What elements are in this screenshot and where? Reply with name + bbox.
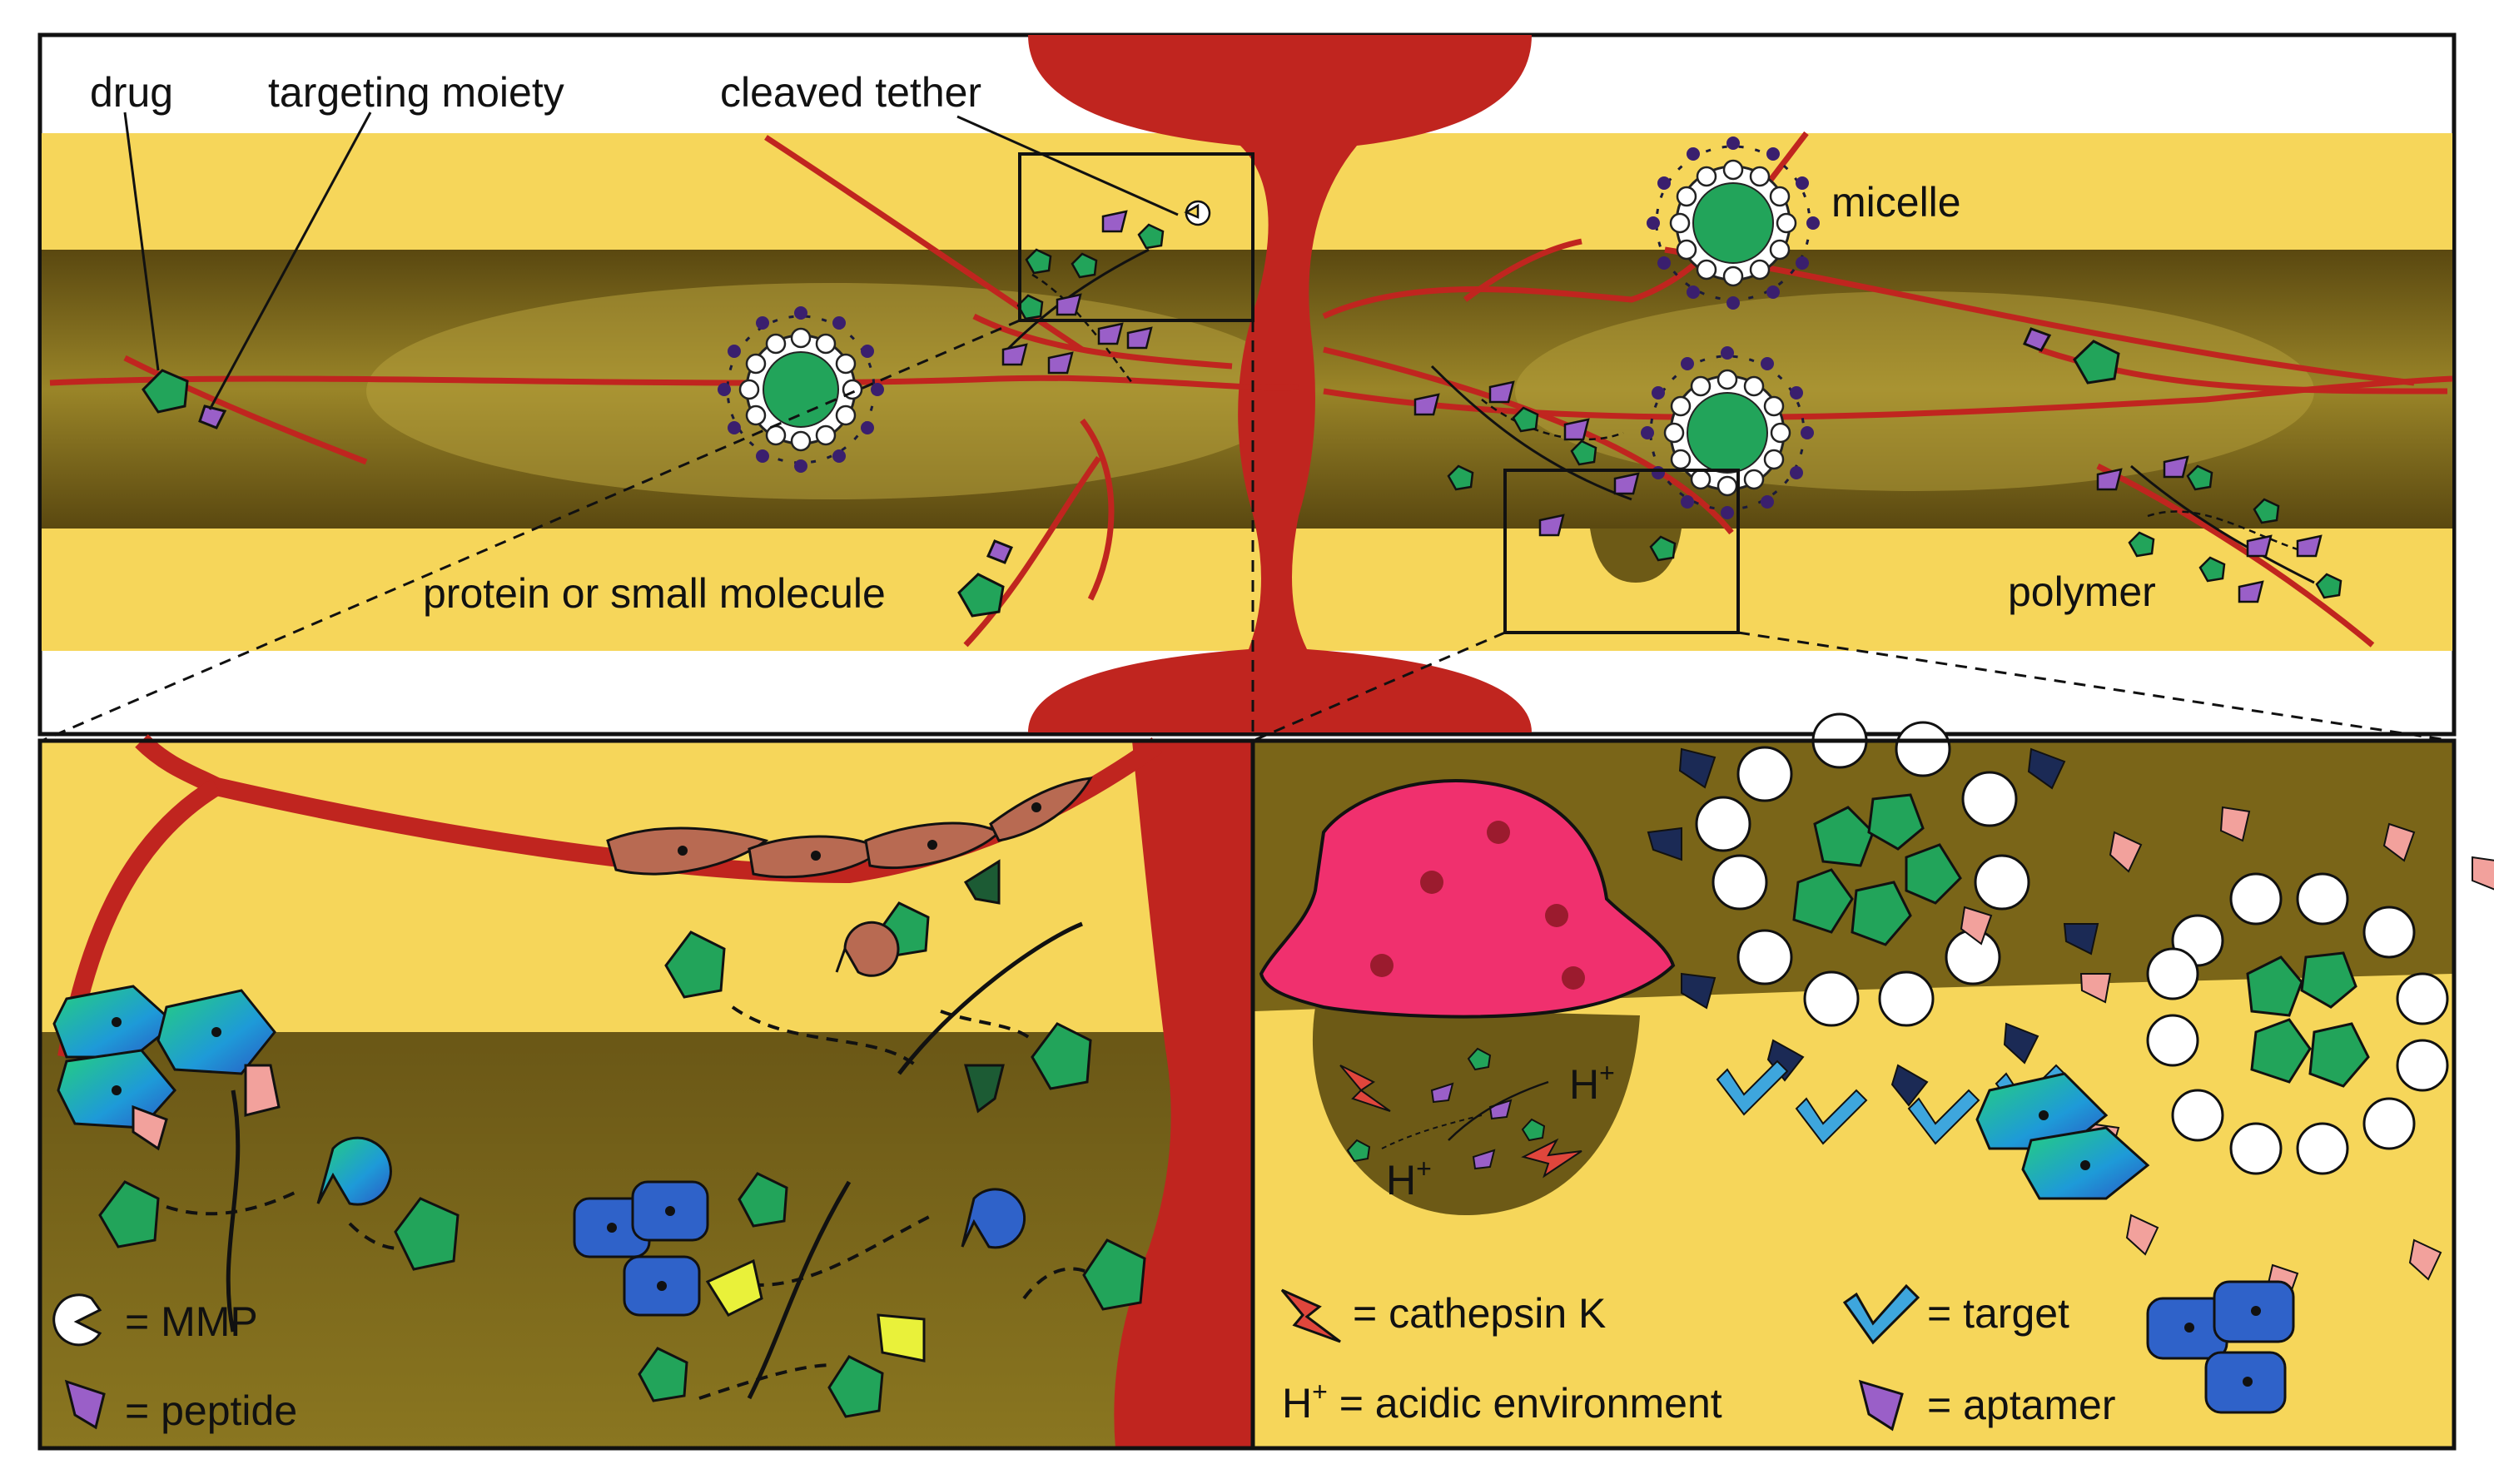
legend-aptamer: = aptamer (1927, 1382, 2116, 1428)
legend-cathepsin: = cathepsin K (1353, 1290, 1606, 1337)
label-micelle: micelle (1831, 179, 1961, 226)
label-targeting-moiety: targeting moiety (268, 69, 564, 116)
bottom-right-panel: H+ H+ (1253, 714, 2494, 1448)
label-protein-small-molecule: protein or small molecule (423, 570, 886, 617)
legend-target: = target (1927, 1290, 2069, 1337)
label-polymer: polymer (2008, 568, 2156, 615)
legend-acidic: H+ = acidic environment (1282, 1377, 1722, 1427)
top-panel: drug targeting moiety cleaved tether mic… (40, 35, 2454, 734)
cleaved-mmp-icon (1186, 201, 1210, 225)
bottom-left-panel: = MMP = peptide (40, 741, 1253, 1448)
marrow-glow-right (1515, 291, 2314, 491)
label-cleaved-tether: cleaved tether (720, 69, 981, 116)
label-drug: drug (90, 69, 173, 116)
legend-mmp: = MMP (125, 1298, 258, 1345)
legend-peptide: = peptide (125, 1387, 297, 1434)
